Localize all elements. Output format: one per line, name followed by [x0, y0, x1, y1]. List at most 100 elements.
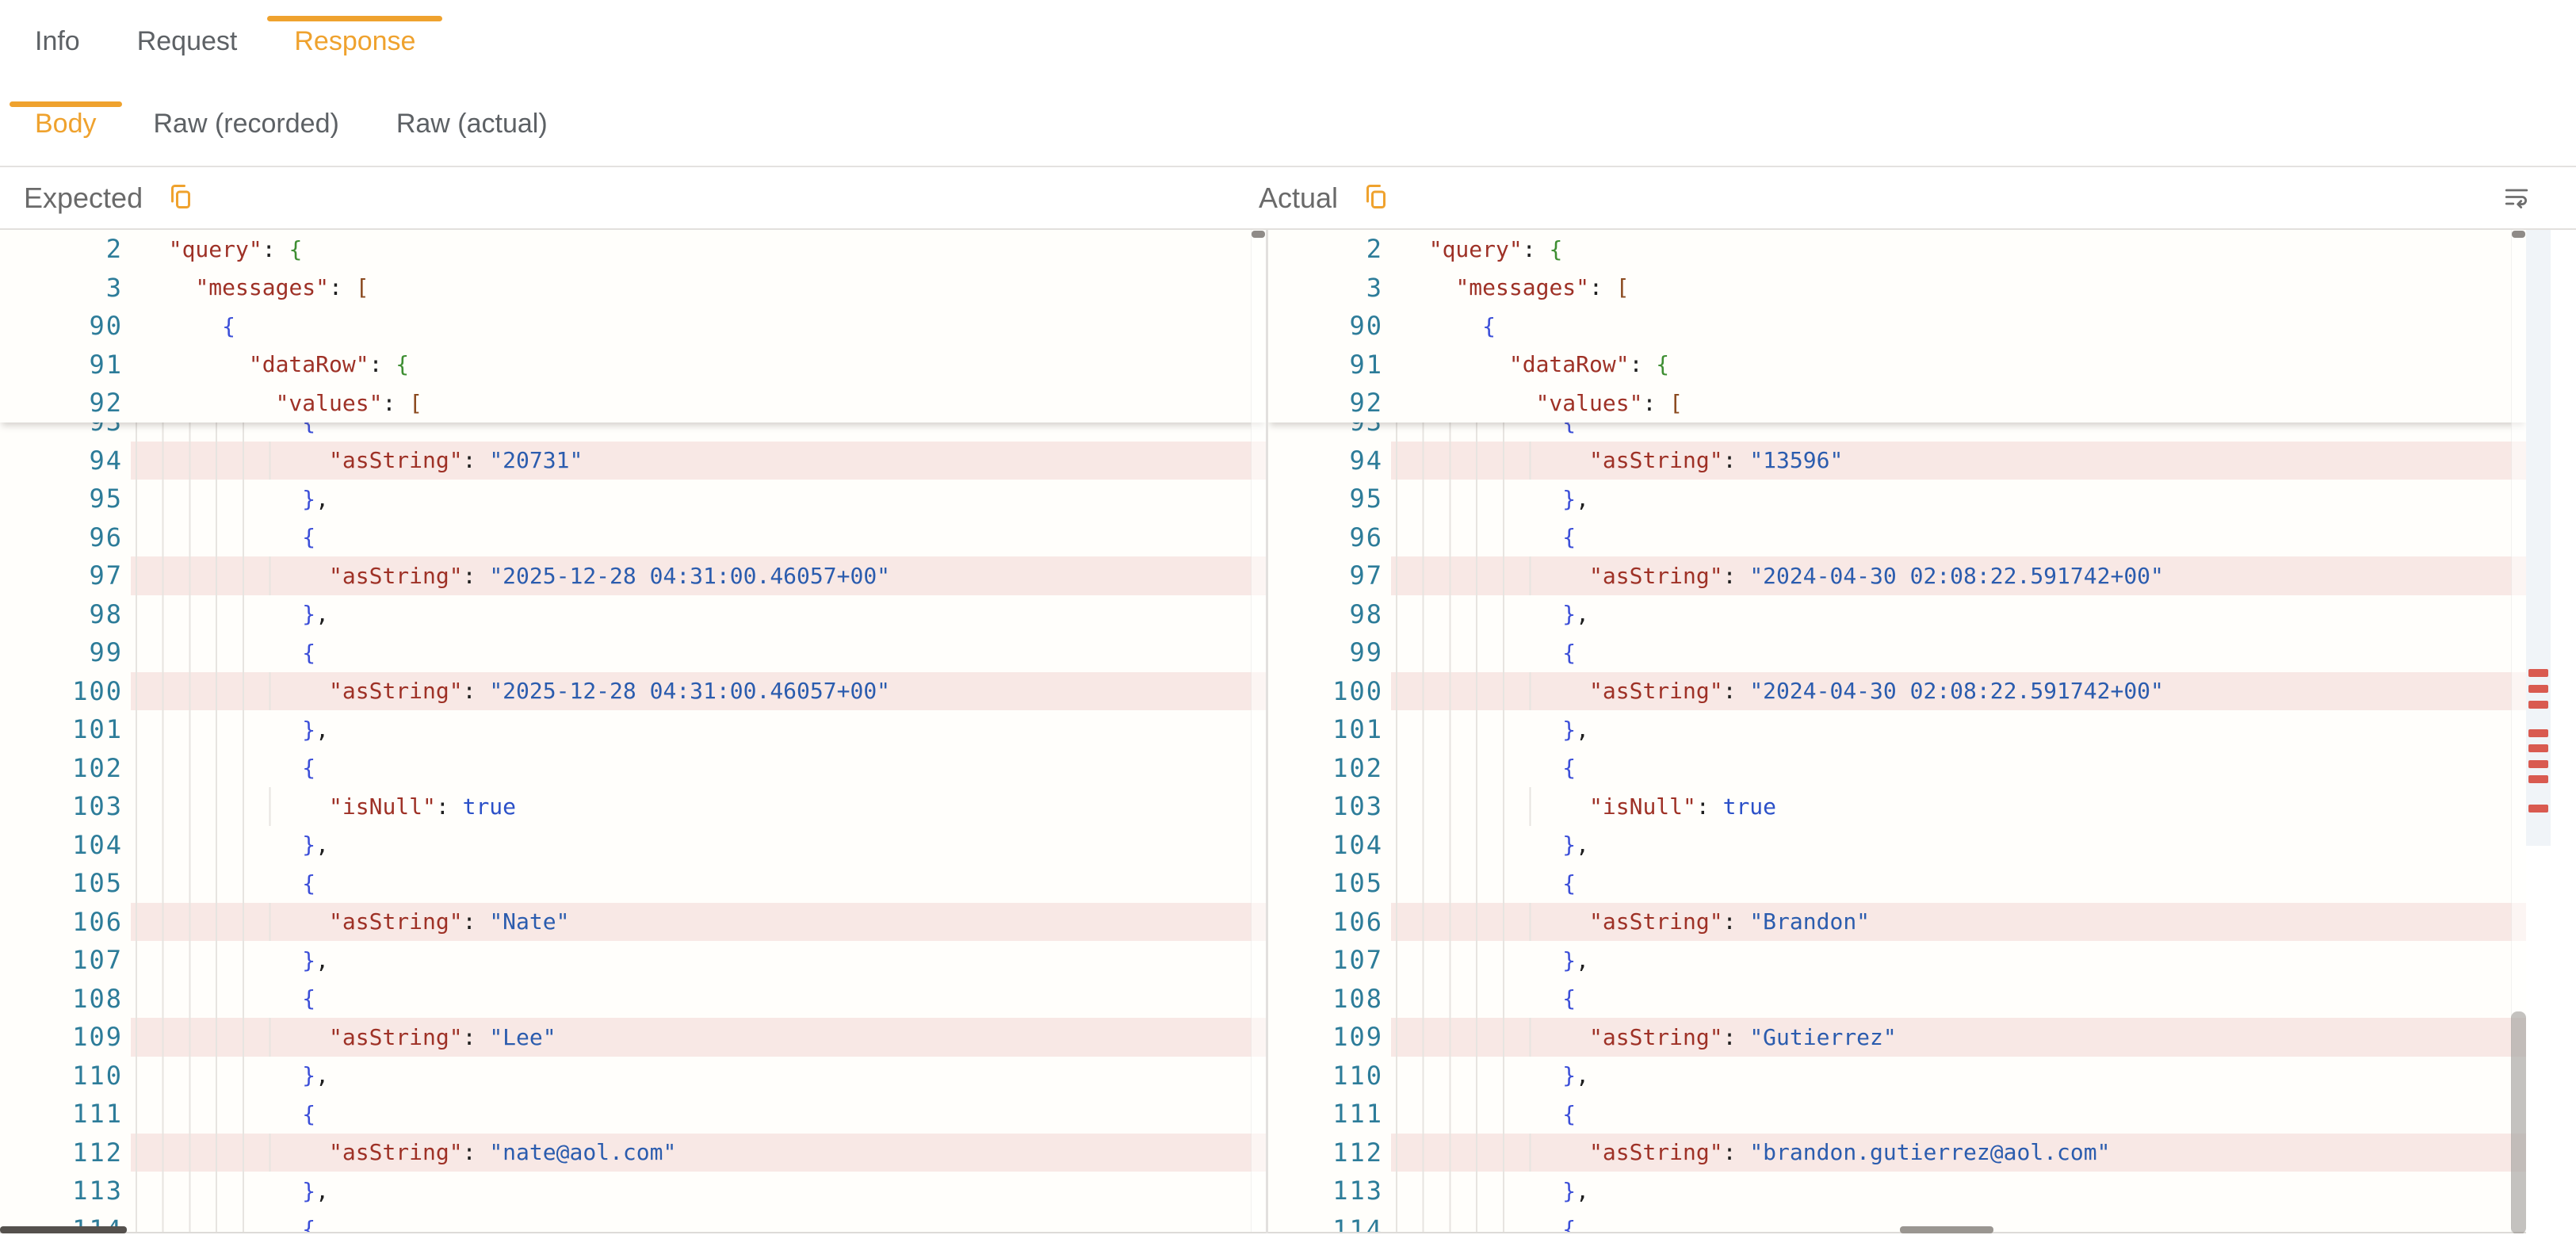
- code-line: 94 "asString": "13596": [1268, 441, 2526, 480]
- horizontal-scroll-thumb-expected[interactable]: [0, 1226, 127, 1233]
- copy-actual-button[interactable]: [1362, 182, 1390, 213]
- horizontal-scrollbar-track-actual[interactable]: [1268, 1232, 2526, 1233]
- line-number: 92: [1349, 388, 1383, 419]
- tab-request[interactable]: Request: [136, 25, 238, 56]
- vertical-scrollbar-expected[interactable]: [1251, 230, 1266, 1233]
- line-number: 105: [1332, 868, 1383, 899]
- line-number: 92: [89, 388, 123, 419]
- code-line: 93 {: [0, 422, 1266, 442]
- line-number: 111: [1332, 1099, 1383, 1130]
- code-line: 2 "query": {: [0, 230, 1266, 269]
- vertical-scroll-thumb-top-actual[interactable]: [2512, 231, 2525, 238]
- line-number: 98: [89, 598, 123, 629]
- code-line: 103 "isNull": true: [0, 787, 1266, 826]
- diff-view: 2 "query": {3 "messages": [90 {91 "dataR…: [0, 230, 2576, 1233]
- partial-line-expected: 93 {: [0, 422, 1266, 442]
- code-line: 98 },: [1268, 595, 2526, 633]
- line-number: 91: [1349, 349, 1383, 380]
- code-line: 3 "messages": [: [0, 269, 1266, 308]
- code-line: 91 "dataRow": {: [1268, 346, 2526, 384]
- code-line: 114 {: [1268, 1210, 2526, 1233]
- code-line: 105 {: [0, 864, 1266, 903]
- line-number: 2: [1366, 234, 1383, 265]
- code-line: 101 },: [0, 710, 1266, 749]
- code-line: 112 "asString": "brandon.gutierrez@aol.c…: [1268, 1133, 2526, 1172]
- overview-ruler[interactable]: [2526, 230, 2551, 846]
- line-number: 100: [72, 675, 123, 706]
- vertical-scroll-thumb-expected[interactable]: [1252, 231, 1265, 238]
- code-line: 111 {: [0, 1095, 1266, 1134]
- vertical-scroll-thumb-actual[interactable]: [2511, 1011, 2526, 1233]
- line-number: 107: [72, 945, 123, 976]
- line-number: 102: [1332, 752, 1383, 783]
- line-number: 98: [1349, 598, 1383, 629]
- line-number: 99: [89, 637, 123, 668]
- line-number: 2: [105, 234, 123, 265]
- line-number: 95: [1349, 484, 1383, 514]
- code-line: 110 },: [0, 1056, 1266, 1095]
- copy-expected-button[interactable]: [166, 182, 195, 213]
- tab-response[interactable]: Response: [266, 0, 444, 82]
- line-number: 108: [1332, 983, 1383, 1014]
- line-number: 106: [72, 906, 123, 937]
- diff-marker: [2528, 760, 2548, 768]
- line-number: 113: [72, 1176, 123, 1206]
- pane-actual[interactable]: 2 "query": {3 "messages": [90 {91 "dataR…: [1268, 230, 2526, 1233]
- code-line: 110 },: [1268, 1056, 2526, 1095]
- horizontal-scrollbar-track-expected[interactable]: [0, 1232, 1266, 1233]
- code-rows-actual: 94 "asString": "13596"95 },96 {97 "asStr…: [1268, 441, 2526, 1233]
- tab-raw-actual[interactable]: Raw (actual): [396, 109, 548, 139]
- line-number: 112: [72, 1137, 123, 1168]
- code-line: 100 "asString": "2024-04-30 02:08:22.591…: [1268, 671, 2526, 710]
- diff-marker: [2528, 729, 2548, 737]
- horizontal-scroll-thumb-actual[interactable]: [1900, 1226, 1993, 1233]
- code-line: 90 {: [1268, 307, 2526, 346]
- code-line: 93 {: [1268, 422, 2526, 442]
- line-number: 110: [72, 1060, 123, 1091]
- line-number: 101: [1332, 714, 1383, 745]
- code-line: 109 "asString": "Gutierrez": [1268, 1018, 2526, 1057]
- actual-label: Actual: [1259, 181, 1339, 214]
- line-number: 99: [1349, 637, 1383, 668]
- code-line: 3 "messages": [: [1268, 269, 2526, 308]
- line-number: 109: [72, 1022, 123, 1053]
- line-number: 97: [1349, 560, 1383, 591]
- copy-icon: [1362, 182, 1390, 213]
- code-line: 111 {: [1268, 1095, 2526, 1134]
- word-wrap-button[interactable]: [2503, 183, 2530, 212]
- code-line: 97 "asString": "2025-12-28 04:31:00.4605…: [0, 556, 1266, 595]
- line-number: 3: [105, 272, 123, 303]
- code-line: 95 },: [0, 480, 1266, 518]
- code-line: 108 {: [0, 979, 1266, 1018]
- line-number: 113: [1332, 1176, 1383, 1206]
- tab-bar-secondary: Body Raw (recorded) Raw (actual): [0, 82, 2576, 167]
- line-number: 111: [72, 1099, 123, 1130]
- diff-marker: [2528, 775, 2548, 783]
- line-number: 112: [1332, 1137, 1383, 1168]
- tab-raw-recorded[interactable]: Raw (recorded): [153, 109, 339, 139]
- partial-line-actual: 93 {: [1268, 422, 2526, 442]
- code-line: 99 {: [0, 633, 1266, 672]
- tab-info[interactable]: Info: [35, 25, 80, 56]
- sticky-context-actual: 2 "query": {3 "messages": [90 {91 "dataR…: [1268, 230, 2526, 422]
- code-line: 107 },: [1268, 941, 2526, 980]
- code-line: 113 },: [0, 1172, 1266, 1210]
- line-number: 101: [72, 714, 123, 745]
- line-number: 97: [89, 560, 123, 591]
- code-line: 114 {: [0, 1210, 1266, 1233]
- line-number: 102: [72, 752, 123, 783]
- vertical-scrollbar-actual[interactable]: [2511, 230, 2526, 1233]
- line-number: 3: [1366, 272, 1383, 303]
- code-line: 104 },: [1268, 825, 2526, 864]
- line-number: 103: [1332, 791, 1383, 822]
- code-line: 112 "asString": "nate@aol.com": [0, 1133, 1266, 1172]
- tab-body[interactable]: Body: [6, 82, 125, 166]
- pane-expected[interactable]: 2 "query": {3 "messages": [90 {91 "dataR…: [0, 230, 1266, 1233]
- line-number: 94: [89, 445, 123, 476]
- line-number: 106: [1332, 906, 1383, 937]
- line-number: 107: [1332, 945, 1383, 976]
- code-line: 107 },: [0, 941, 1266, 980]
- line-number: 105: [72, 868, 123, 899]
- code-line: 100 "asString": "2025-12-28 04:31:00.460…: [0, 671, 1266, 710]
- line-number: 91: [89, 349, 123, 380]
